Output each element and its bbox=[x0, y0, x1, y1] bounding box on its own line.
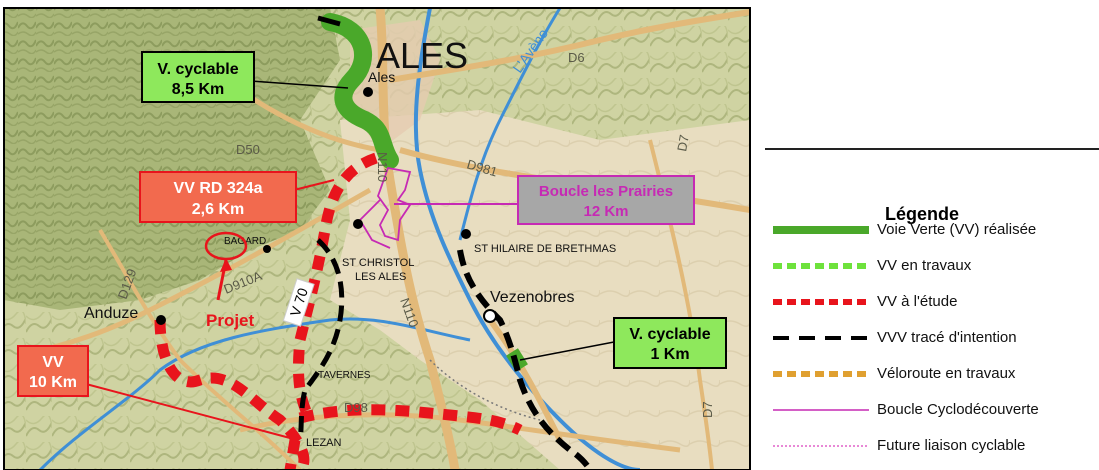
vvv-v70 bbox=[297, 238, 345, 441]
svg-text:8,5 Km: 8,5 Km bbox=[172, 81, 224, 98]
legend-label: VVV tracé d'intention bbox=[877, 329, 1017, 346]
city-ales: ALES bbox=[376, 35, 468, 76]
legend-title: Légende bbox=[885, 204, 960, 224]
legend-divider bbox=[765, 148, 1099, 150]
place-st-christol: ST CHRISTOL bbox=[342, 257, 414, 269]
place-anduze: Anduze bbox=[84, 305, 138, 322]
legend-panel: Légende Voie Verte (VV) réalisée VV en t… bbox=[755, 0, 1099, 470]
legend-symbol-dashed-red bbox=[773, 299, 869, 305]
vvv-top bbox=[317, 15, 341, 27]
callout-vcyclable-bottom: V. cyclable 1 Km bbox=[519, 317, 727, 369]
vv-realisee-ales bbox=[321, 13, 399, 169]
legend-label: VV en travaux bbox=[877, 257, 972, 274]
legend-item-vv-etude: VV à l'étude bbox=[773, 290, 1099, 314]
place-ales-small: Ales bbox=[368, 69, 395, 85]
legend-label: Future liaison cyclable bbox=[877, 437, 1026, 454]
legend-symbol-dashed-lightgreen bbox=[773, 263, 869, 269]
legend-symbol-solid-magenta bbox=[773, 409, 869, 411]
svg-text:Boucle les Prairies: Boucle les Prairies bbox=[539, 183, 673, 200]
svg-text:Projet: Projet bbox=[206, 311, 255, 330]
vv-etude-d982 bbox=[298, 404, 523, 435]
road-d98: D98 bbox=[344, 400, 368, 415]
svg-text:VV: VV bbox=[42, 354, 64, 371]
vv-etude-lezan-south bbox=[284, 439, 301, 470]
legend-symbol-dashed-orange bbox=[773, 371, 869, 377]
place-vezenobres: Vezenobres bbox=[490, 289, 575, 306]
map-panel: ALES Ales BAGARD ST CHRISTOL LES ALES ST… bbox=[3, 7, 751, 470]
legend-symbol-dotted-pink bbox=[773, 445, 869, 447]
legend-item-vvv-intention: VVV tracé d'intention bbox=[773, 326, 1099, 350]
svg-text:12 Km: 12 Km bbox=[583, 203, 628, 220]
road-d7-bottom: D7 bbox=[700, 401, 715, 418]
place-markers bbox=[156, 87, 497, 325]
legend-label: Véloroute en travaux bbox=[877, 365, 1016, 382]
legend-label: Voie Verte (VV) réalisée bbox=[877, 221, 1037, 238]
road-n110: N110 bbox=[375, 152, 390, 182]
svg-text:V. cyclable: V. cyclable bbox=[157, 61, 238, 78]
legend-symbol-dashed-black bbox=[773, 336, 869, 340]
svg-text:V. cyclable: V. cyclable bbox=[629, 326, 710, 343]
svg-text:VV RD 324a: VV RD 324a bbox=[174, 180, 263, 197]
callout-boucle-prairies: Boucle les Prairies 12 Km bbox=[394, 175, 695, 225]
river-anduze bbox=[38, 317, 471, 470]
svg-text:2,6 Km: 2,6 Km bbox=[192, 201, 244, 218]
vvv-vezenobres bbox=[457, 249, 593, 470]
place-tavernes: TAVERNES bbox=[318, 370, 371, 381]
projet-marker: Projet bbox=[204, 231, 255, 330]
legend-item-future-liaison: Future liaison cyclable bbox=[773, 434, 1099, 458]
legend-item-boucle: Boucle Cyclodécouverte bbox=[773, 398, 1099, 422]
callout-vv-rd324a: VV RD 324a 2,6 Km bbox=[139, 171, 335, 223]
legend-label: Boucle Cyclodécouverte bbox=[877, 401, 1039, 418]
hills-west bbox=[4, 8, 340, 310]
place-les-ales: LES ALES bbox=[355, 271, 406, 283]
road-d50: D50 bbox=[236, 142, 260, 157]
map-border bbox=[3, 7, 751, 470]
svg-text:1 Km: 1 Km bbox=[650, 346, 689, 363]
place-lezan: LEZAN bbox=[306, 437, 342, 449]
legend-item-vv-travaux: VV en travaux bbox=[773, 254, 1099, 278]
place-st-hilaire: ST HILAIRE DE BRETHMAS bbox=[474, 243, 616, 255]
legend-symbol-solid-green bbox=[773, 226, 869, 234]
road-d7-right: D7 bbox=[674, 134, 692, 153]
callout-vv-10km: VV 10 Km bbox=[17, 345, 291, 439]
road-d6: D6 bbox=[568, 50, 585, 65]
svg-text:10 Km: 10 Km bbox=[29, 374, 77, 391]
callout-vcyclable-top: V. cyclable 8,5 Km bbox=[141, 51, 349, 103]
legend-item-veloroute-travaux: Véloroute en travaux bbox=[773, 362, 1099, 386]
boucle-prairies bbox=[358, 166, 412, 249]
legend-item-vv-realisee: Voie Verte (VV) réalisée bbox=[773, 218, 1099, 242]
legend-label: VV à l'étude bbox=[877, 293, 958, 310]
